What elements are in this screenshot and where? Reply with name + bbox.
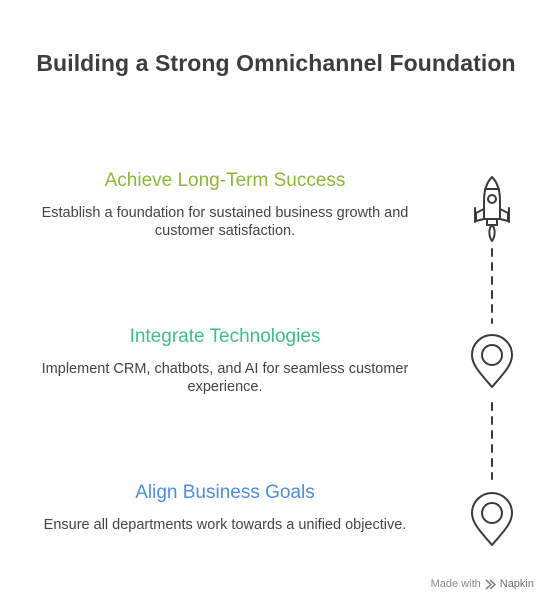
progress-track: [471, 176, 513, 546]
location-pin-icon: [471, 492, 513, 546]
napkin-brand-label: Napkin: [499, 578, 534, 590]
made-with-label: Made with: [430, 578, 481, 590]
step-achieve-long-term-success: Achieve Long-Term Success Establish a fo…: [20, 169, 430, 240]
step-description: Ensure all departments work towards a un…: [43, 517, 407, 533]
location-pin-icon: [471, 334, 513, 388]
rocket-icon: [474, 176, 510, 242]
step-heading: Integrate Technologies: [129, 326, 321, 347]
step-description: Establish a foundation for sustained bus…: [41, 205, 409, 239]
footer-watermark: Made with Napkin: [431, 578, 534, 590]
step-heading: Achieve Long-Term Success: [104, 170, 346, 191]
step-integrate-technologies: Integrate Technologies Implement CRM, ch…: [20, 325, 430, 396]
step-align-business-goals: Align Business Goals Ensure all departme…: [20, 481, 430, 534]
step-description: Implement CRM, chatbots, and AI for seam…: [41, 361, 409, 395]
step-heading: Align Business Goals: [135, 482, 315, 503]
diagram-title: Building a Strong Omnichannel Foundation: [36, 50, 516, 76]
napkin-logo-icon: [485, 579, 496, 589]
